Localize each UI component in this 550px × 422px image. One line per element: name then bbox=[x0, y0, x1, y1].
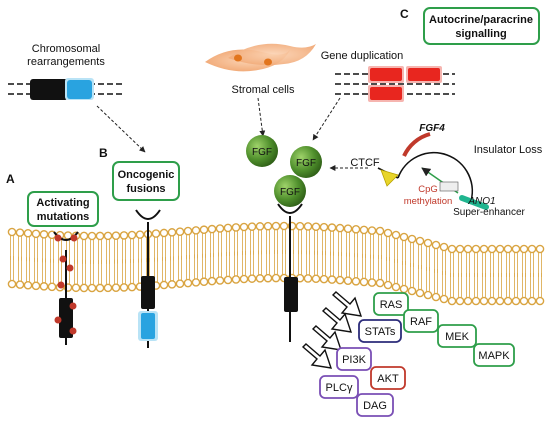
insulator-loop bbox=[377, 132, 489, 210]
chromosome-fusion-gene bbox=[8, 78, 122, 100]
stromal-cells bbox=[205, 43, 316, 72]
oncogenic-label-line1: Oncogenic bbox=[118, 169, 175, 181]
pathway-dag: DAG bbox=[363, 400, 387, 412]
panel-label-b: B bbox=[99, 146, 108, 160]
activating-label-line2: mutations bbox=[37, 211, 90, 223]
pathway-ras: RAS bbox=[380, 299, 403, 311]
fgf-ligand-label-2: FGF bbox=[296, 158, 316, 169]
duplicated-genes bbox=[335, 66, 455, 102]
activating-mutations-box bbox=[27, 191, 99, 227]
panel-label-c: C bbox=[400, 7, 409, 21]
oncogenic-label-line2: fusions bbox=[126, 183, 165, 195]
insulator-loss-label: Insulator Loss bbox=[474, 144, 543, 156]
oncogenic-fusions-box bbox=[112, 161, 180, 201]
chromosomal-label-line2: rearrangements bbox=[27, 56, 105, 68]
pathway-mek: MEK bbox=[445, 331, 470, 343]
receptor-ligand bbox=[277, 203, 303, 342]
ctcf-label: CTCF bbox=[350, 157, 380, 169]
dashed-arrows bbox=[96, 97, 368, 171]
cell-membrane bbox=[7, 221, 545, 306]
receptor-fusion bbox=[135, 209, 161, 348]
pathway-plcg: PLCγ bbox=[326, 382, 353, 394]
pathway-stats: STATs bbox=[365, 326, 396, 338]
fgf-ligand-label-1: FGF bbox=[252, 147, 272, 158]
receptor-mutated bbox=[53, 231, 79, 345]
gene-duplication-label: Gene duplication bbox=[321, 50, 404, 62]
signal-arrows bbox=[301, 291, 363, 369]
panel-label-a: A bbox=[6, 172, 15, 186]
autocrine-label-line1: Autocrine/paracrine bbox=[429, 14, 533, 26]
ano1-label: ANO1 bbox=[467, 196, 495, 207]
pathway-pi3k: PI3K bbox=[342, 354, 367, 366]
cpg-label-line2: methylation bbox=[404, 196, 453, 207]
pathway-mapk: MAPK bbox=[478, 350, 510, 362]
chromosomal-label-line1: Chromosomal bbox=[32, 43, 100, 55]
pathway-raf: RAF bbox=[410, 316, 432, 328]
pathway-akt: AKT bbox=[377, 373, 399, 385]
autocrine-label-line2: signalling bbox=[455, 28, 506, 40]
fgf4-label: FGF4 bbox=[419, 123, 445, 134]
autocrine-box bbox=[423, 7, 540, 45]
fgf-ligands bbox=[246, 135, 322, 207]
super-enhancer-label: Super-enhancer bbox=[453, 207, 525, 218]
cpg-label-line1: CpG bbox=[418, 184, 438, 195]
stromal-cells-label: Stromal cells bbox=[232, 84, 295, 96]
pathway-nodes bbox=[319, 292, 515, 417]
activating-label-line1: Activating bbox=[36, 197, 89, 209]
fgf-ligand-label-3: FGF bbox=[280, 187, 300, 198]
